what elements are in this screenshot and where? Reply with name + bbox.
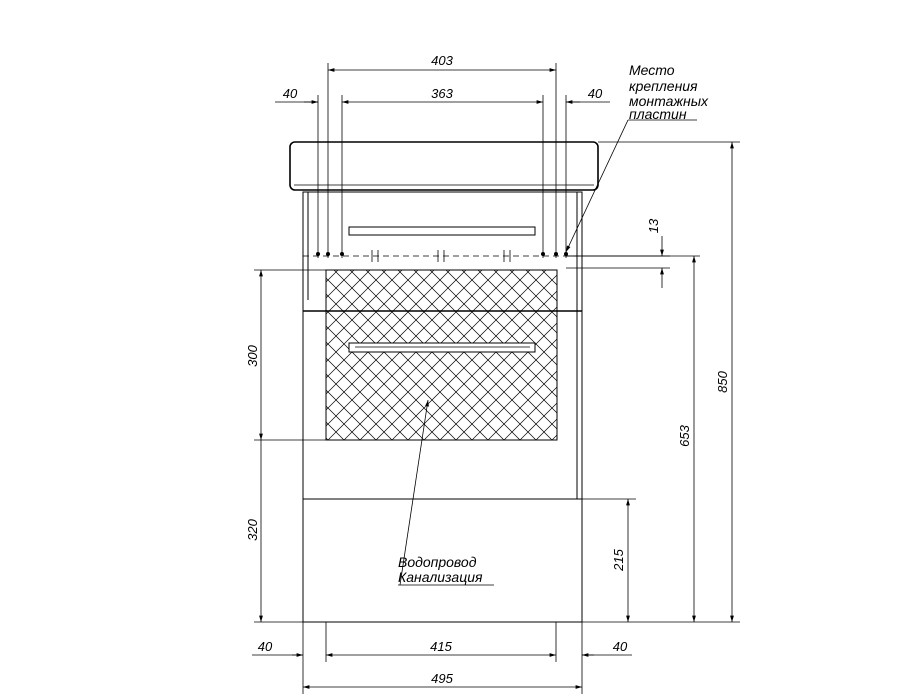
- utilities-note-sewer: Канализация: [398, 569, 483, 585]
- dim-label-215: 215: [611, 548, 626, 571]
- mounting-note: Место крепления монтажных пластин: [565, 62, 709, 253]
- dim-label-653: 653: [677, 424, 692, 446]
- dim-label-415: 415: [430, 639, 452, 654]
- dim-label-495: 495: [431, 671, 453, 686]
- mounting-note-line-1: Место: [629, 62, 675, 78]
- dim-top-363: 363: [341, 86, 544, 258]
- dim-850: 850: [582, 141, 740, 623]
- dim-label-40-bottom-left: 40: [258, 639, 273, 654]
- mounting-points: [316, 250, 568, 262]
- mounting-note-line-4: пластин: [629, 106, 687, 122]
- dim-label-320: 320: [245, 518, 260, 540]
- mounting-note-line-3: монтажных: [629, 93, 709, 109]
- dim-label-363: 363: [431, 86, 453, 101]
- dim-320: 320: [245, 440, 303, 623]
- utilities-note-water: Водопровод: [398, 554, 477, 570]
- dim-label-850: 850: [715, 370, 730, 392]
- dim-label-40-bottom-right: 40: [613, 639, 628, 654]
- mounting-note-line-2: крепления: [629, 78, 698, 94]
- dim-215: 215: [582, 498, 636, 622]
- dim-top-40-left: 40: [275, 86, 319, 258]
- pipe-zone: [325, 269, 558, 441]
- dim-653: 653: [566, 255, 700, 622]
- dim-bottom-40-right: 40: [582, 639, 632, 657]
- countertop: [289, 141, 599, 191]
- lower-drawer-handle: [348, 342, 536, 353]
- dim-label-40-top-right: 40: [588, 86, 603, 101]
- dim-300: 300: [245, 269, 326, 441]
- dim-label-403: 403: [431, 53, 453, 68]
- dim-top-40-right: 40: [565, 86, 610, 258]
- lower-panel: [302, 498, 583, 623]
- dim-bottom-40-left: 40: [252, 639, 303, 657]
- dim-bottom-495: 495: [302, 622, 583, 694]
- dim-top-403: 403: [327, 53, 557, 258]
- dim-label-300: 300: [245, 344, 260, 366]
- dim-bottom-415: 415: [325, 622, 557, 662]
- upper-drawer-handle: [348, 226, 536, 236]
- utilities-note: Водопровод Канализация: [398, 399, 494, 586]
- dim-label-40-top-left: 40: [283, 86, 298, 101]
- dim-label-13: 13: [646, 218, 661, 233]
